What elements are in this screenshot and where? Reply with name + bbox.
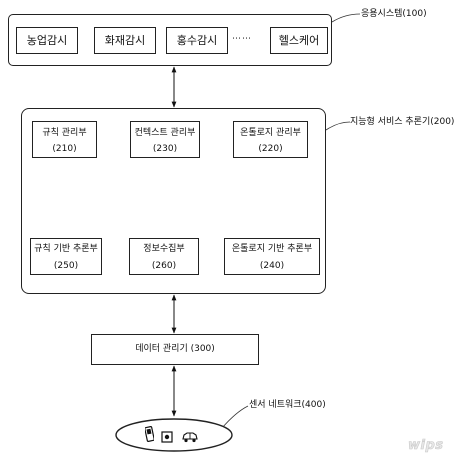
- wips-watermark-text: WIPS: [408, 438, 444, 454]
- app-item-agriculture: [16, 27, 78, 54]
- ontology-manager-box: [233, 121, 308, 158]
- context-manager-box: [130, 121, 200, 158]
- app-item-fire-label: 화재감시: [104, 34, 146, 47]
- rule-reasoner-code: (250): [53, 261, 79, 271]
- app-item-agriculture-label: 농업감시: [26, 34, 68, 47]
- app-item-flood: [166, 27, 228, 54]
- ontology-manager-code: (220): [258, 144, 283, 154]
- app-item-fire: [94, 27, 156, 54]
- car-icon: [181, 428, 199, 447]
- sensor-network-ellipse: [115, 418, 233, 452]
- wips-watermark: WIPS: [408, 438, 444, 454]
- context-manager-name: 컨텍스트 관리부: [134, 128, 196, 138]
- phone-icon: [144, 426, 155, 446]
- rule-manager-code: (210): [52, 144, 77, 154]
- sensor-network-label: 센서 네트워크(400): [249, 400, 326, 410]
- ontology-reasoner-box: [224, 238, 320, 275]
- camera-icon: [161, 428, 173, 447]
- app-ellipsis: ⋯⋯: [232, 34, 252, 44]
- ontology-reasoner-code: (240): [259, 261, 285, 271]
- data-manager-box: [91, 334, 259, 365]
- rule-reasoner-box: [30, 238, 102, 275]
- data-manager-label: 데이터 관리기 (300): [135, 344, 215, 354]
- app-system-label: 응용시스템(100): [361, 9, 427, 19]
- app-item-healthcare: [270, 27, 328, 54]
- ontology-reasoner-name: 온톨로지 기반 추론부: [231, 244, 313, 254]
- info-collector-name: 정보수집부: [143, 244, 185, 254]
- app-system-leader: [331, 13, 361, 23]
- app-item-healthcare-label: 헬스케어: [278, 34, 320, 47]
- rule-manager-name: 규칙 관리부: [42, 128, 87, 138]
- reasoner-leader: [325, 121, 351, 131]
- context-manager-code: (230): [152, 144, 178, 154]
- info-collector-code: (260): [151, 261, 177, 271]
- sensor-leader: [221, 405, 249, 429]
- app-item-flood-label: 홍수감시: [176, 34, 218, 47]
- info-collector-box: [129, 238, 199, 275]
- rule-manager-box: [32, 121, 97, 158]
- ontology-manager-name: 온톨로지 관리부: [240, 128, 301, 138]
- reasoner-label: 지능형 서비스 추론기(200): [350, 117, 455, 127]
- rule-reasoner-name: 규칙 기반 추론부: [34, 244, 98, 254]
